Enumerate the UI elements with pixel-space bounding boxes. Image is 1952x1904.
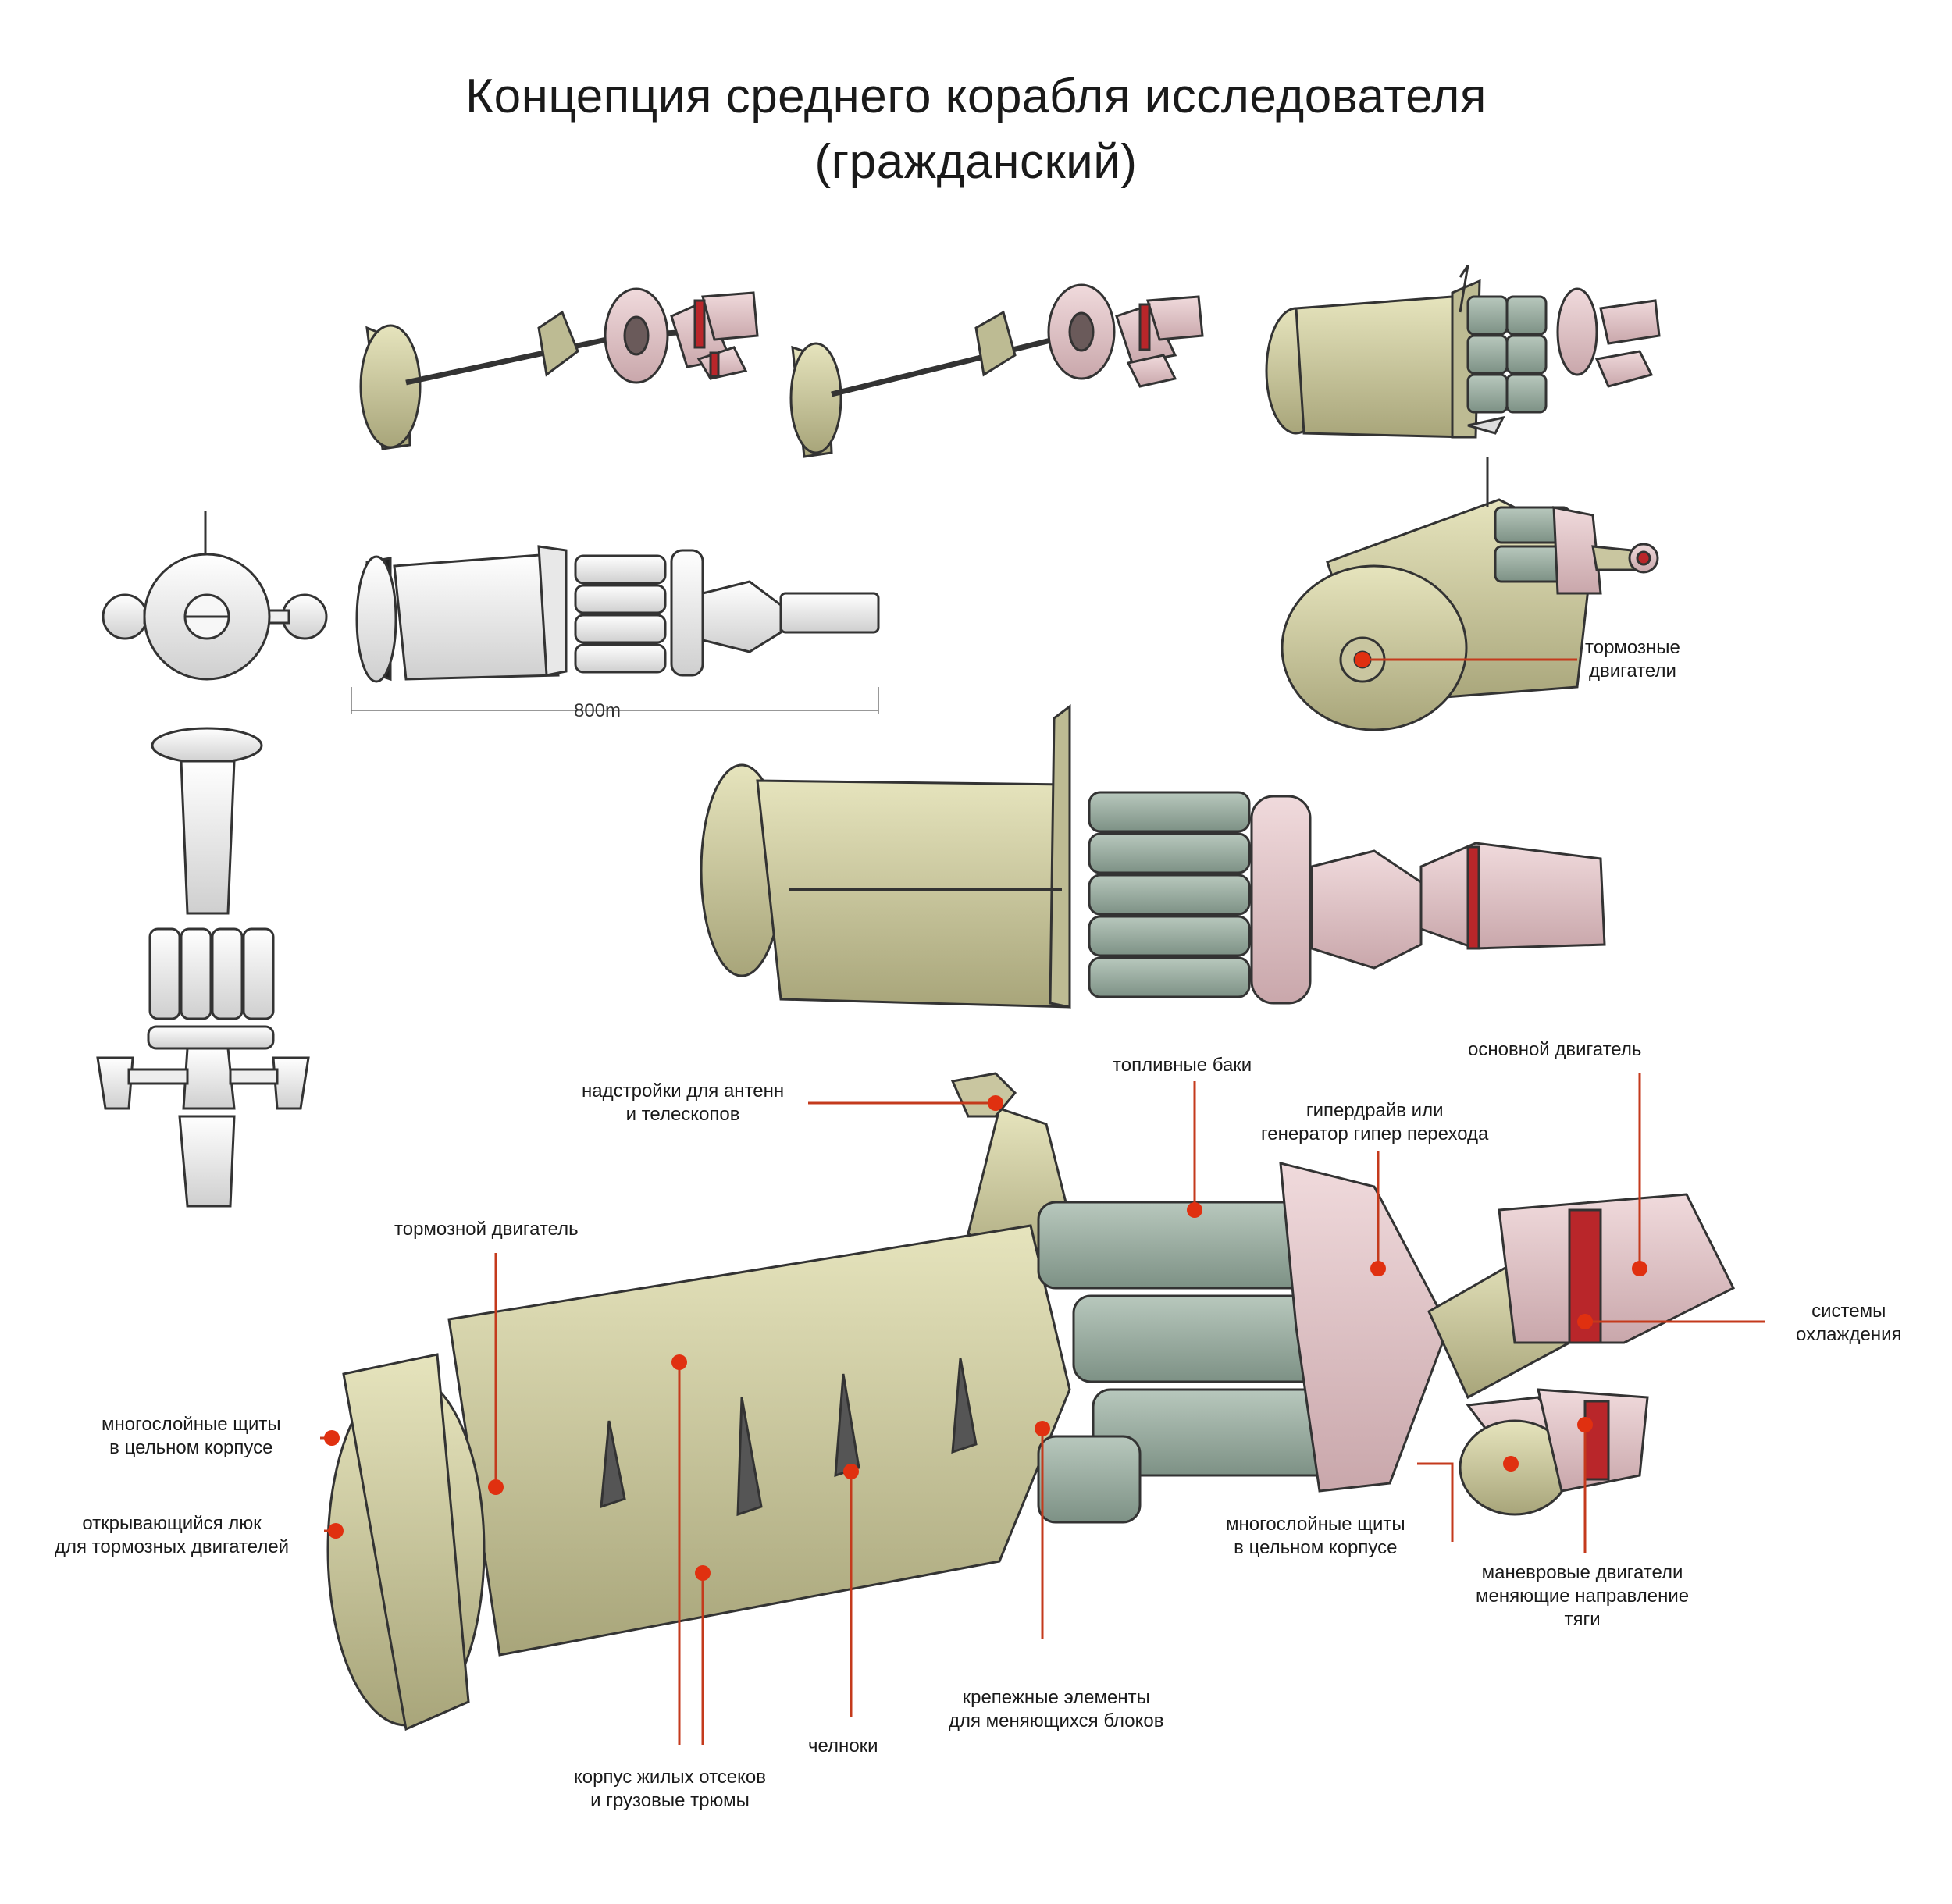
label-mounts: крепежные элементы для меняющихся блоков bbox=[949, 1687, 1164, 1731]
title-line-1: Концепция среднего корабля исследователя bbox=[465, 69, 1487, 123]
callout-dot bbox=[1370, 1261, 1386, 1276]
skeleton-view-2 bbox=[789, 283, 1204, 458]
skeleton-view-1 bbox=[359, 287, 759, 450]
label-shuttles: челноки bbox=[808, 1735, 878, 1756]
front-view bbox=[102, 511, 328, 681]
title-line-2: (гражданский) bbox=[814, 135, 1138, 189]
callout-dot bbox=[1035, 1421, 1050, 1436]
label-shields-right: многослойные щиты в цельном корпусе bbox=[1226, 1514, 1405, 1558]
label-hull-cargo: корпус жилых отсеков и грузовые трюмы bbox=[574, 1767, 766, 1811]
label-braking-engines-top: тормозные двигатели bbox=[1585, 637, 1680, 682]
label-fuel-tanks: топливные баки bbox=[1113, 1055, 1252, 1076]
callout-dot bbox=[1577, 1314, 1593, 1329]
dimension-label: 800m bbox=[574, 700, 622, 721]
callout-dot bbox=[1355, 652, 1370, 667]
label-hatch: открывающийся люк для тормозных двигател… bbox=[55, 1513, 290, 1557]
label-maneuver-engines: маневровые двигатели меняющие направлени… bbox=[1476, 1562, 1690, 1630]
callout-dot bbox=[988, 1095, 1003, 1111]
callout-dot bbox=[671, 1354, 687, 1370]
callout-dots bbox=[324, 652, 1647, 1581]
label-hyperdrive: гипердрайв или генератор гипер перехода bbox=[1261, 1100, 1489, 1144]
callout-dot bbox=[488, 1479, 504, 1495]
label-cooling-systems: системы охлаждения bbox=[1796, 1301, 1902, 1345]
callout-dot bbox=[328, 1523, 344, 1539]
callout-dot bbox=[843, 1464, 859, 1479]
label-antenna-superstructure: надстройки для антенн и телескопов bbox=[582, 1080, 785, 1125]
callout-dot bbox=[1187, 1202, 1202, 1218]
callout-dot bbox=[695, 1565, 711, 1581]
callout-dot bbox=[324, 1430, 340, 1446]
top-view-white bbox=[96, 727, 310, 1208]
rear-perspective-view bbox=[1281, 457, 1659, 731]
label-shields-left: многослойные щиты в цельном корпусе bbox=[102, 1414, 281, 1458]
hull-view-top-right bbox=[1265, 265, 1661, 439]
callout-dot bbox=[1503, 1456, 1519, 1472]
middle-side-view bbox=[700, 704, 1606, 1009]
side-view-white bbox=[351, 545, 880, 714]
label-main-engine: основной двигатель bbox=[1468, 1039, 1642, 1060]
label-braking-engine: тормозной двигатель bbox=[394, 1219, 579, 1240]
callout-dot bbox=[1577, 1417, 1593, 1432]
large-annotated-view bbox=[326, 1072, 1736, 1731]
callout-dot bbox=[1632, 1261, 1647, 1276]
